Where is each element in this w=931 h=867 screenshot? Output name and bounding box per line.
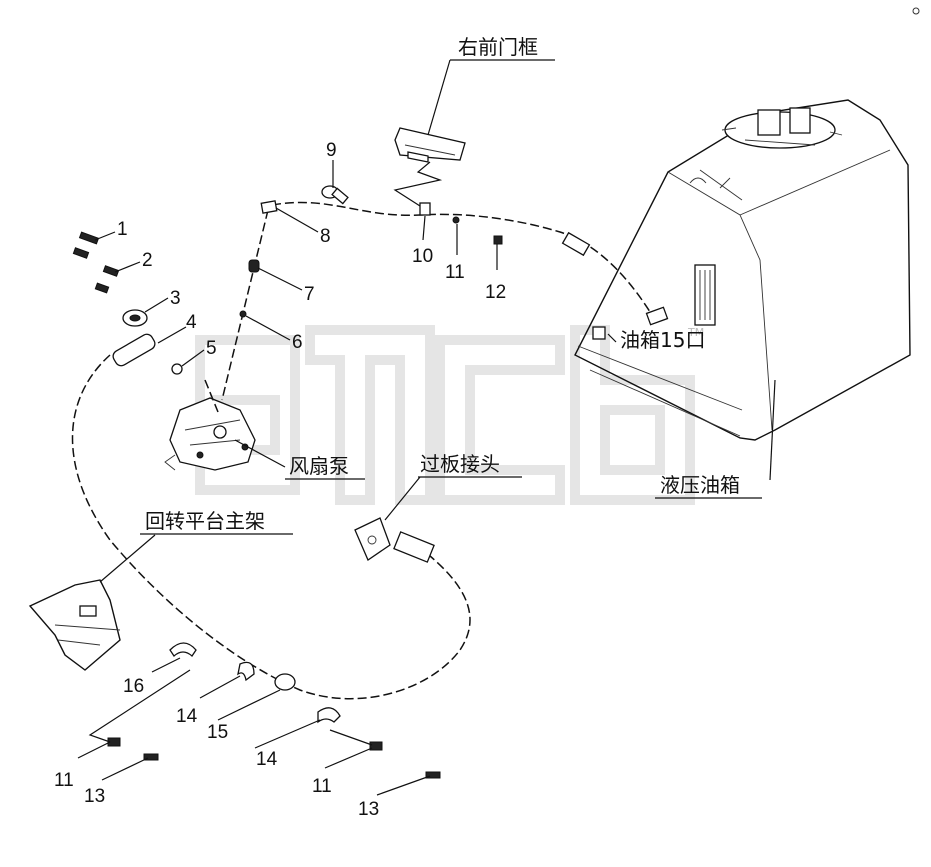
callout-1: 1 xyxy=(117,219,128,240)
label-fan-pump: 风扇泵 xyxy=(289,454,349,478)
label-swing-platform-frame: 回转平台主架 xyxy=(145,509,265,533)
component-labels: 右前门框 油箱15口 风扇泵 过板接头 回转平台主架 液压油箱 xyxy=(140,35,762,535)
hose-lines xyxy=(71,201,653,700)
callout-numbers: 1 2 3 4 5 6 7 8 9 10 11 12 16 14 15 14 1… xyxy=(54,140,506,820)
callout-4: 4 xyxy=(186,312,197,333)
corner-mark xyxy=(912,7,920,15)
callout-10: 10 xyxy=(412,246,433,267)
callout-8: 8 xyxy=(320,226,331,247)
callout-14: 14 xyxy=(256,749,278,770)
hydraulic-tank xyxy=(574,99,911,441)
fan-pump xyxy=(164,397,256,471)
leader-lines xyxy=(77,59,776,796)
callout-2: 2 xyxy=(142,250,153,271)
label-bulkhead-fitting: 过板接头 xyxy=(420,452,500,476)
callout-11: 11 xyxy=(312,776,332,797)
small-parts xyxy=(72,185,669,779)
callout-15: 15 xyxy=(207,722,228,743)
callout-12: 12 xyxy=(485,282,506,303)
swing-platform-frame xyxy=(28,579,121,671)
callout-7: 7 xyxy=(304,284,315,305)
callout-13: 13 xyxy=(84,786,105,807)
door-frame-part xyxy=(393,127,466,207)
watermark-tm: TM xyxy=(687,326,704,339)
bulkhead-fitting xyxy=(354,517,435,563)
callout-9: 9 xyxy=(326,140,337,161)
callout-6: 6 xyxy=(292,332,303,353)
label-hydraulic-tank: 液压油箱 xyxy=(660,473,740,497)
callout-16: 16 xyxy=(123,676,144,697)
label-right-front-door-frame: 右前门框 xyxy=(458,35,538,59)
callout-5: 5 xyxy=(206,338,217,359)
callout-11: 11 xyxy=(54,770,74,791)
label-tank-port: 油箱15口 xyxy=(620,328,705,352)
callout-14: 14 xyxy=(176,706,198,727)
callout-13: 13 xyxy=(358,799,379,820)
callout-3: 3 xyxy=(170,288,181,309)
callout-11: 11 xyxy=(445,262,465,283)
